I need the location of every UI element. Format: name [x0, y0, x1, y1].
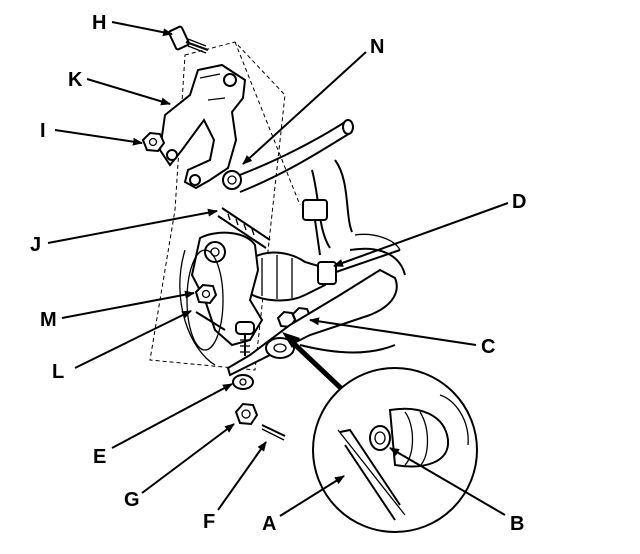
bracket-k: [158, 63, 247, 190]
bolt-l: [195, 311, 226, 331]
leader-lines: [47, 21, 509, 517]
steering-knuckle: [179, 231, 264, 366]
label-a: A: [262, 513, 276, 535]
cotter-pin-f: [261, 424, 286, 441]
label-h: H: [92, 12, 106, 34]
damper-fork: [302, 159, 353, 256]
label-f: F: [203, 511, 215, 533]
label-l: L: [52, 361, 64, 383]
nut-g: [234, 402, 259, 426]
label-n: N: [370, 36, 384, 58]
ball-joint: [235, 321, 255, 356]
label-m: M: [40, 309, 57, 331]
label-e: E: [93, 446, 106, 468]
label-b: B: [510, 513, 524, 535]
label-c: C: [481, 336, 495, 358]
label-k: K: [68, 69, 83, 91]
detail-pointer: [282, 332, 347, 394]
label-g: G: [124, 489, 140, 511]
label-d: D: [512, 191, 526, 213]
arm-end-e: [232, 374, 254, 390]
link-nut-n: [222, 170, 242, 190]
label-j: J: [30, 234, 41, 256]
nut-i: [141, 131, 166, 153]
callout-labels: H K I N J D M C L E G F A B: [30, 12, 526, 535]
dashed-guide-lines: [149, 41, 301, 371]
stabilizer-bar: [231, 119, 354, 193]
bolt-h: [168, 25, 209, 54]
label-i: I: [40, 120, 46, 142]
nut-m: [194, 283, 218, 305]
stud-j: [217, 207, 271, 249]
